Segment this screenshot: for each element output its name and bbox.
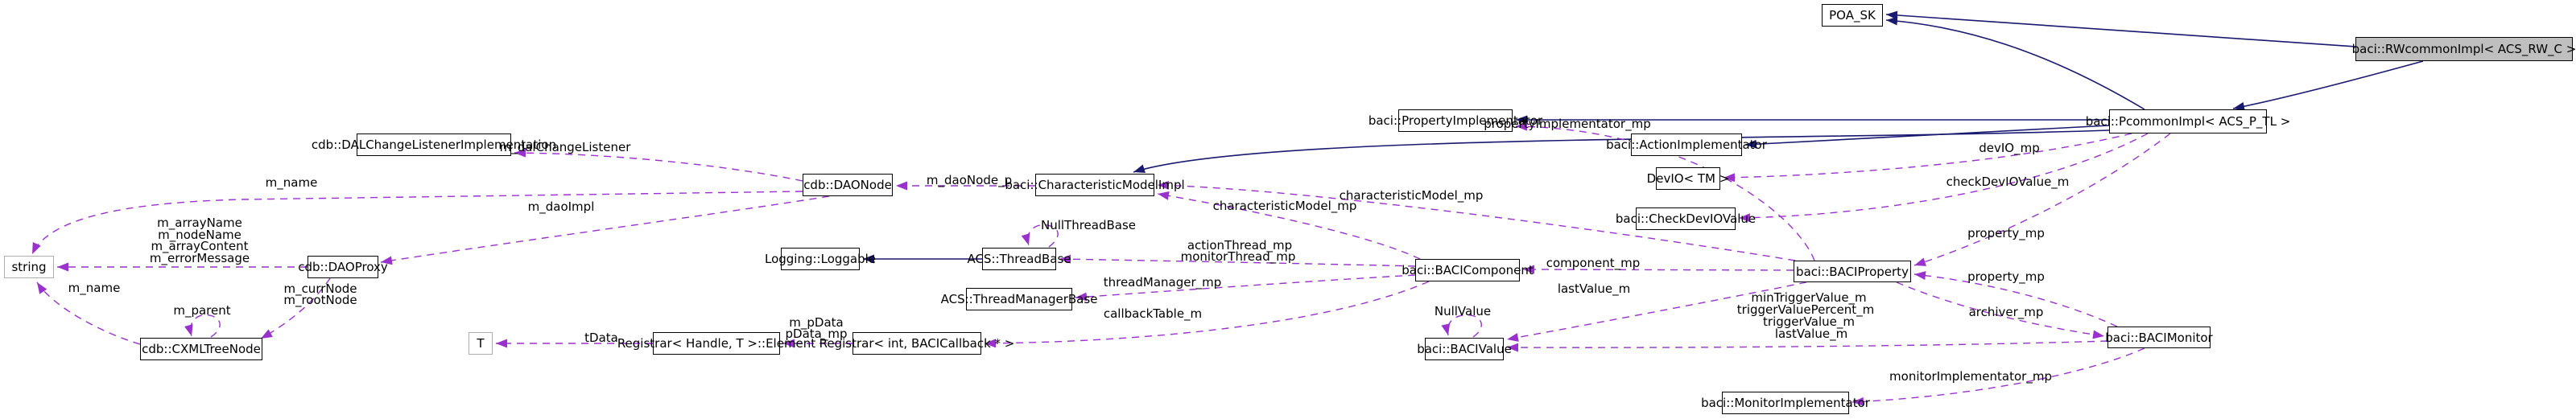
node-baciproperty[interactable]: baci::BACIProperty [1794, 261, 1911, 282]
node-actionimplementator[interactable]: baci::ActionImplementator [1606, 134, 1767, 156]
edge-bacivalue-bacivalue [1441, 314, 1482, 338]
node-cxmltreenode[interactable]: cdb::CXMLTreeNode [140, 338, 262, 360]
edge-pcommon-charmodel [1133, 129, 2110, 174]
node-threadbase[interactable]: ACS::ThreadBase [967, 248, 1071, 270]
edge-bacicomponent-threadmgr [1075, 274, 1416, 302]
node-loggable[interactable]: Logging::Loggable [765, 248, 876, 270]
edge-pcommon-devio [1723, 133, 2132, 183]
node-propertyimplementator[interactable]: baci::PropertyImplementator [1368, 109, 1542, 132]
node-pcommon[interactable]: baci::PcommonImpl< ACS_P_TL > [2086, 109, 2290, 134]
edge-bacimonitor-bacivalue [1506, 340, 2108, 352]
edge-baciproperty-bacicomponent [1522, 265, 1794, 274]
edge-bacicomponent-charmodel [1157, 191, 1421, 260]
node-checkdeviovalue[interactable]: baci::CheckDevIOValue [1616, 207, 1756, 230]
edge-rwcommon-pcommon [2232, 60, 2424, 111]
node-element[interactable]: Registrar< Handle, T >::Element [617, 332, 815, 355]
edge-bacicomponent-threadbase [1059, 254, 1416, 267]
edge-daonode-daoproxy [380, 195, 830, 265]
node-daonode[interactable]: cdb::DAONode [803, 174, 893, 196]
edge-baciproperty-bacivalue [1506, 281, 1807, 342]
node-bacimonitor[interactable]: baci::BACIMonitor [2105, 327, 2213, 348]
edge-bacimonitor-monitorimplementator [1852, 347, 2145, 406]
node-registrarint[interactable]: Registrar< int, BACICallback * > [819, 332, 1014, 355]
node-tnode[interactable]: T [469, 332, 493, 355]
edge-bacimonitor-baciproperty [1913, 271, 2118, 327]
node-rwcommon[interactable]: baci::RWcommonImpl< ACS_RW_C > [2352, 37, 2576, 61]
edge-daonode-stringnode [31, 191, 803, 255]
edge-daonode-dalchangelistener [514, 148, 803, 182]
node-bacivalue[interactable]: baci::BACIValue [1417, 338, 1512, 360]
edge-baciproperty-charmodel [1157, 180, 1796, 261]
edge-cxmltreenode-stringnode [36, 281, 141, 345]
node-monitorimplementator[interactable]: baci::MonitorImplementator [1701, 392, 1870, 414]
edge-pcommon-baciproperty [1913, 133, 2171, 266]
node-poa_sk[interactable]: POA_SK [1822, 4, 1883, 27]
edge-cxmltreenode-cxmltreenode [184, 314, 221, 338]
node-stringnode[interactable]: string [4, 256, 54, 278]
edge-pcommon-checkdeviovalue [1738, 133, 2149, 223]
edge-bacicomponent-registrarint [984, 281, 1430, 348]
edge-pcommon-poa_sk [1885, 16, 2145, 110]
node-devio[interactable]: DevIO< TM > [1647, 167, 1729, 190]
edge-rwcommon-poa_sk [1885, 10, 2356, 47]
node-threadmgr[interactable]: ACS::ThreadManagerBase [941, 288, 1097, 310]
node-charmodel[interactable]: baci::CharacteristicModelImpl [1005, 174, 1185, 196]
edge-baciproperty-propertyimplementator [1515, 121, 1815, 261]
edge-daoproxy-cxmltreenode [260, 277, 331, 339]
node-bacicomponent[interactable]: baci::BACIComponent [1402, 259, 1534, 281]
edge-threadbase-threadbase [1021, 224, 1059, 248]
node-daoproxy[interactable]: cdb::DAOProxy [298, 256, 388, 278]
node-dalchangelistener[interactable]: cdb::DALChangeListenerImplementation [312, 134, 556, 156]
edge-baciproperty-bacimonitor [1896, 281, 2105, 339]
